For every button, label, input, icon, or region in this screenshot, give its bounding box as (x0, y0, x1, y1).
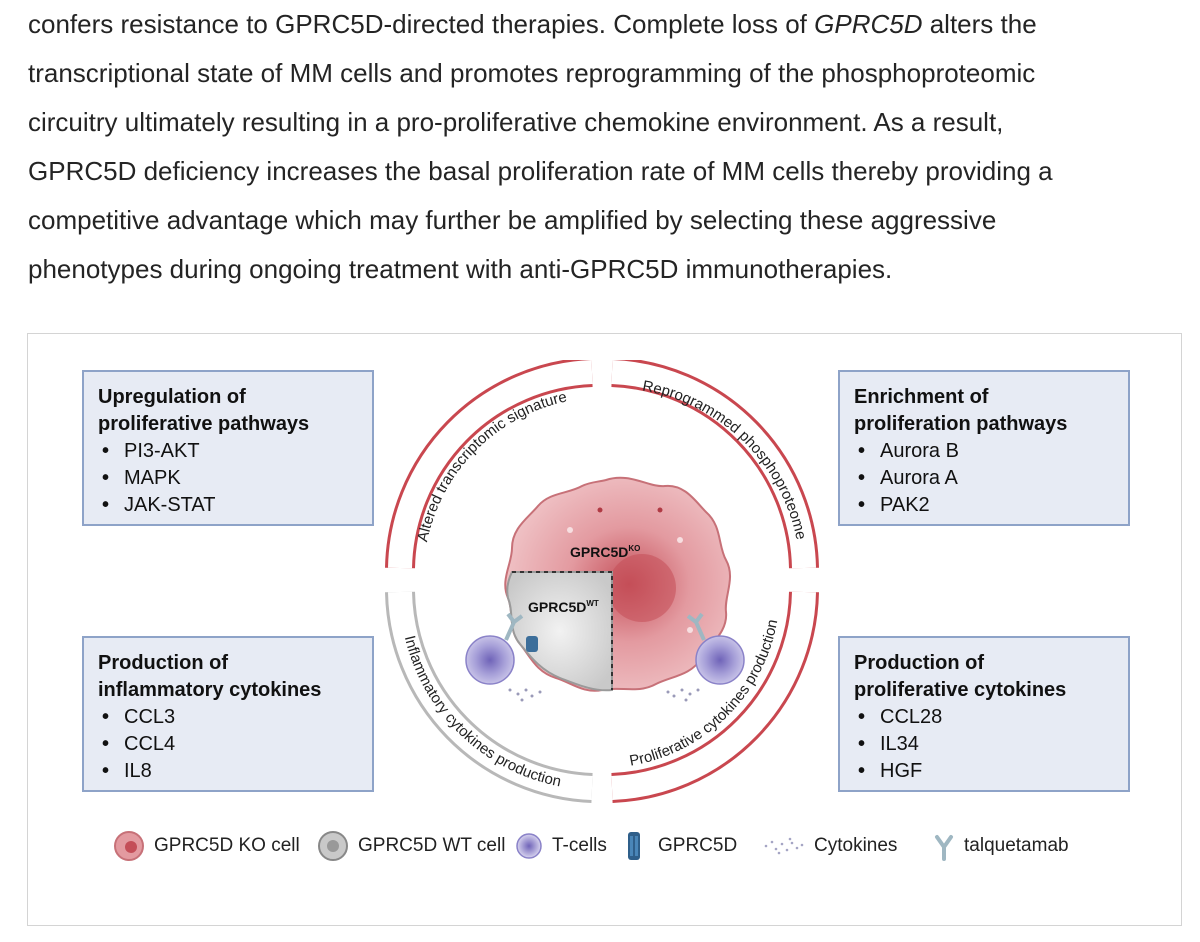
box-title-line2: proliferative cytokines (854, 679, 1067, 701)
paragraph-line-2: transcriptional state of MM cells and pr… (28, 58, 1036, 88)
list-item: CCL3 (102, 704, 358, 731)
ko-cell-icon (114, 831, 144, 861)
paragraph-line-5: competitive advantage which may further … (28, 205, 997, 235)
legend-label: GPRC5D (658, 835, 738, 856)
legend-item-cytokines: Cytokines (762, 826, 897, 866)
legend-item-gprc5d: GPRC5D (622, 826, 737, 866)
legend-item-talquetamab: talquetamab (932, 826, 1069, 866)
paragraph-line-6: phenotypes during ongoing treatment with… (28, 254, 893, 284)
t-cell-icon (516, 833, 542, 859)
box-upregulation-pathways: Upregulation of proliferative pathways P… (82, 370, 374, 526)
legend-label: GPRC5D WT cell (358, 835, 506, 856)
cytokine-list: CCL28 IL34 HGF (854, 704, 1114, 785)
ko-cell-label: GPRC5DKO (570, 544, 640, 560)
list-item: PAK2 (858, 492, 1114, 519)
box-enrichment-pathways: Enrichment of proliferation pathways Aur… (838, 370, 1130, 526)
list-item: IL34 (858, 731, 1114, 758)
paper-paragraph: confers resistance to GPRC5D-directed th… (28, 0, 1188, 294)
list-item: CCL28 (858, 704, 1114, 731)
box-title-line1: Production of (854, 652, 984, 674)
list-item: IL8 (102, 758, 358, 785)
figure-legend: GPRC5D KO cell GPRC5D WT cell T-cells GP… (112, 826, 1112, 866)
box-title-line2: proliferative pathways (98, 413, 310, 435)
list-item: JAK-STAT (102, 492, 358, 519)
list-item: HGF (858, 758, 1114, 785)
arc-bottom-right (611, 591, 819, 803)
gene-name-italic: GPRC5D (814, 9, 923, 39)
legend-item-ko-cell: GPRC5D KO cell (112, 826, 300, 866)
legend-label: talquetamab (964, 835, 1069, 856)
gprc5d-receptor-icon (628, 832, 640, 860)
arc-top-left (385, 360, 593, 569)
legend-label: Cytokines (814, 835, 898, 856)
arc-top-right (611, 360, 819, 569)
paragraph-line-3: circuitry ultimately resulting in a pro-… (28, 107, 1004, 137)
box-title-line2: inflammatory cytokines (98, 679, 322, 701)
cytokines-right-icon (666, 688, 700, 702)
box-title-line1: Enrichment of (854, 386, 989, 408)
list-item: MAPK (102, 465, 358, 492)
wt-cell-icon (318, 831, 348, 861)
legend-item-tcells: T-cells (514, 826, 607, 866)
gprc5d-wt-cell-icon (506, 571, 613, 692)
legend-item-wt-cell: GPRC5D WT cell (316, 826, 505, 866)
arc-bottom-left (385, 591, 593, 803)
cytokines-icon (764, 837, 804, 855)
paragraph-line-4: GPRC5D deficiency increases the basal pr… (28, 156, 1053, 186)
list-item: Aurora B (858, 438, 1114, 465)
legend-label: T-cells (552, 835, 607, 856)
t-cell-left-icon (465, 612, 538, 685)
box-title-line1: Upregulation of (98, 386, 246, 408)
list-item: PI3-AKT (102, 438, 358, 465)
box-title-line2: proliferation pathways (854, 413, 1068, 435)
box-proliferative-cytokines: Production of proliferative cytokines CC… (838, 636, 1130, 792)
t-cell-right-icon (686, 612, 745, 685)
box-title-line1: Production of (98, 652, 228, 674)
cytokine-list: CCL3 CCL4 IL8 (98, 704, 358, 785)
pathway-list: Aurora B Aurora A PAK2 (854, 438, 1114, 519)
wt-cell-label: GPRC5DWT (528, 599, 599, 615)
list-item: Aurora A (858, 465, 1114, 492)
cytokines-left-icon (508, 688, 542, 702)
pathway-list: PI3-AKT MAPK JAK-STAT (98, 438, 358, 519)
legend-label: GPRC5D KO cell (154, 835, 300, 856)
list-item: CCL4 (102, 731, 358, 758)
central-diagram: Altered transcriptomic signature Reprogr… (385, 360, 819, 803)
paragraph-line-1: confers resistance to GPRC5D-directed th… (28, 9, 1037, 39)
talquetamab-antibody-icon (935, 835, 953, 861)
box-inflammatory-cytokines: Production of inflammatory cytokines CCL… (82, 636, 374, 792)
